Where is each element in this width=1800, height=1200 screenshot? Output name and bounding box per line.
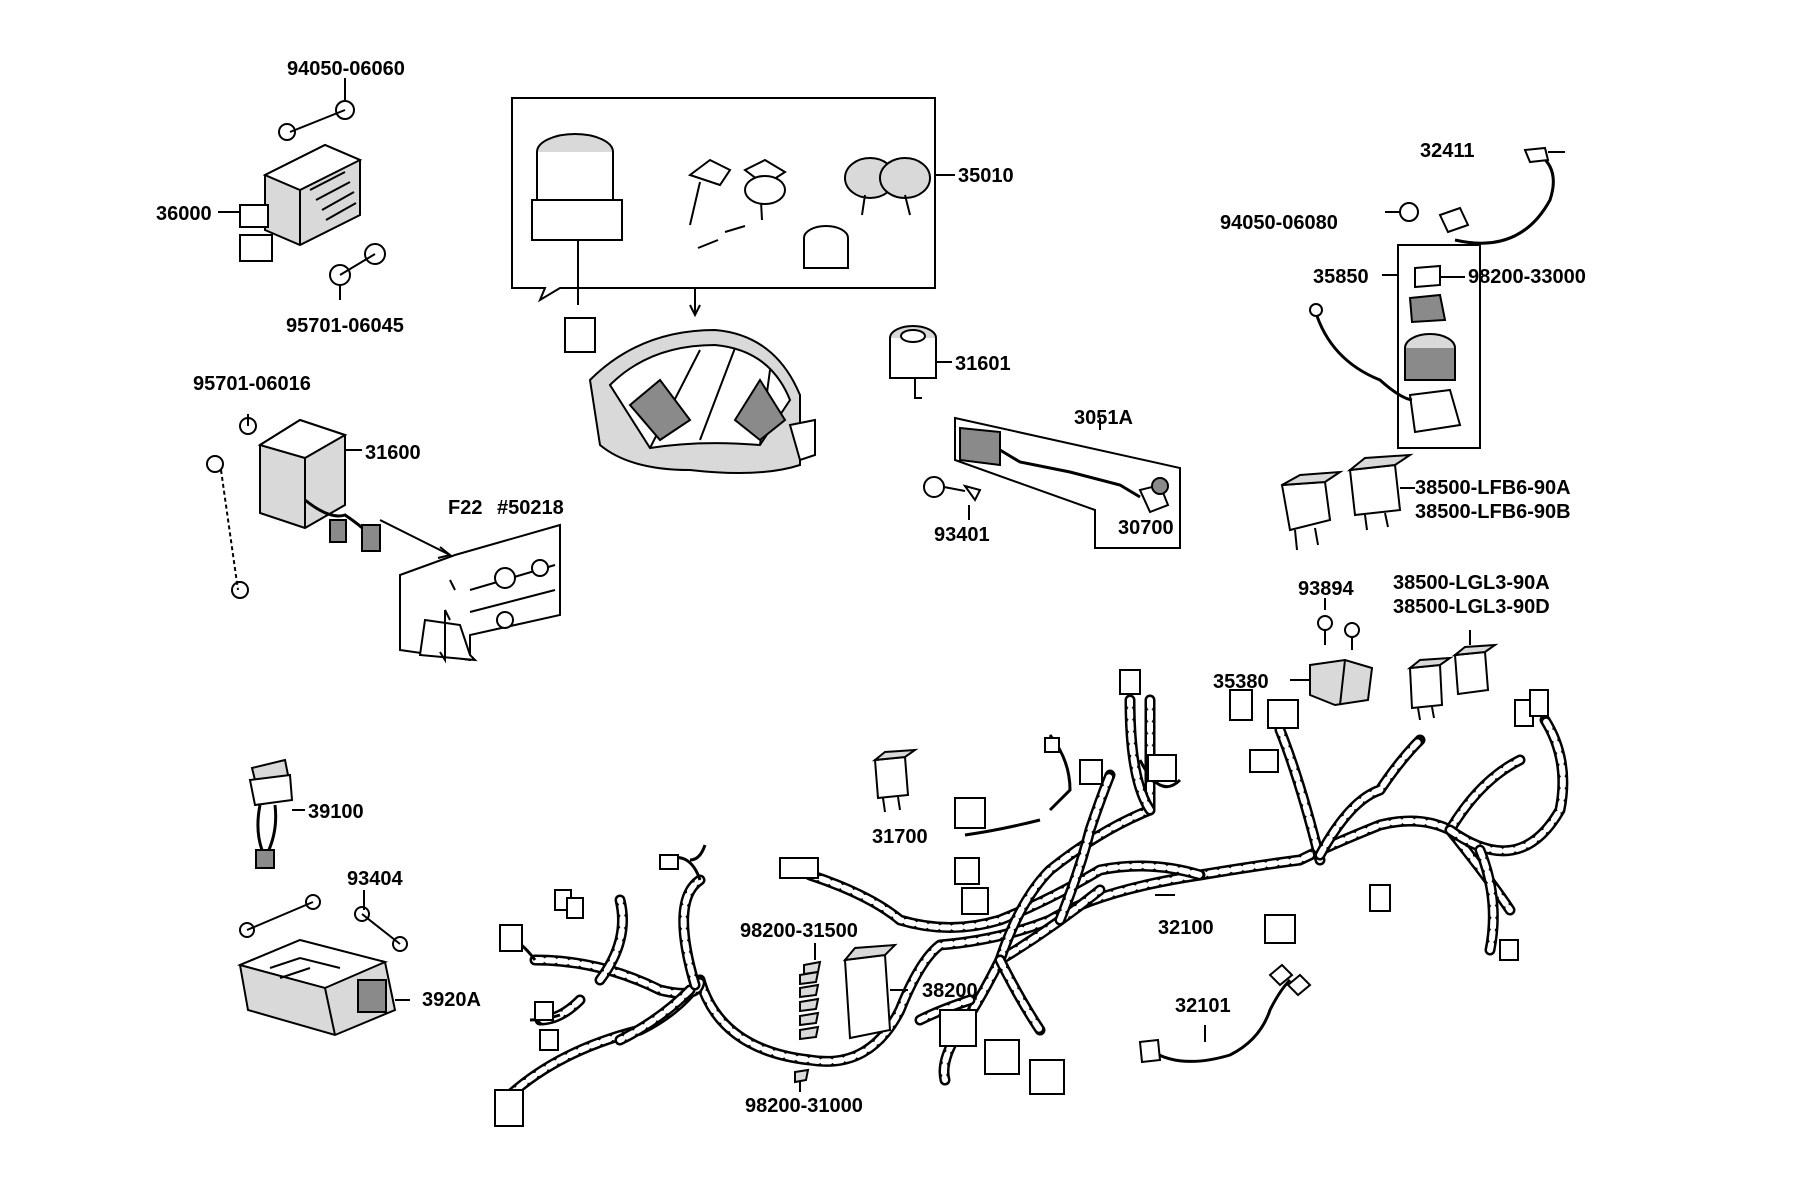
label-31601: 31601 xyxy=(955,353,1011,375)
label-35010: 35010 xyxy=(958,165,1014,187)
label-98200-31500: 98200-31500 xyxy=(740,920,858,942)
label-98200-33000: 98200-33000 xyxy=(1468,266,1586,288)
switch-35380 xyxy=(1290,598,1374,707)
regulator-31600 xyxy=(206,414,453,599)
label-50218: #50218 xyxy=(497,497,564,519)
label-38500-LFB6-90B: 38500-LFB6-90B xyxy=(1415,501,1571,523)
bracket-F22 xyxy=(399,523,561,664)
battery-cable-32411 xyxy=(1385,146,1565,245)
label-93401: 93401 xyxy=(934,524,990,546)
label-35850: 35850 xyxy=(1313,266,1369,288)
label-95701-06016: 95701-06016 xyxy=(193,373,311,395)
label-38500-LFB6-90A: 38500-LFB6-90A xyxy=(1415,477,1571,499)
label-94050-06080: 94050-06080 xyxy=(1220,212,1338,234)
label-39100: 39100 xyxy=(308,801,364,823)
label-30700: 30700 xyxy=(1118,517,1174,539)
relay-38500-LFB6 xyxy=(1280,453,1415,551)
label-94050-06060: 94050-06060 xyxy=(287,58,405,80)
sensor-39100 xyxy=(248,758,305,869)
label-F22: F22 xyxy=(448,497,482,519)
ecu-3920A xyxy=(236,890,410,1037)
label-32101: 32101 xyxy=(1175,995,1231,1017)
sensor-3051A-box xyxy=(923,416,1181,549)
fuse-98200-31000 xyxy=(794,1068,810,1092)
fuses-98200-31500 xyxy=(799,943,822,1041)
label-38200: 38200 xyxy=(922,980,978,1002)
sub-harness-32101 xyxy=(1138,963,1312,1064)
starter-relay-35850 xyxy=(1309,244,1481,449)
label-35380: 35380 xyxy=(1213,671,1269,693)
label-36000: 36000 xyxy=(156,203,212,225)
harness-connectors xyxy=(494,669,1549,1127)
front-cover xyxy=(588,328,816,475)
label-31700: 31700 xyxy=(872,826,928,848)
label-3051A: 3051A xyxy=(1074,407,1133,429)
socket-31601 xyxy=(889,325,952,399)
label-98200-31000: 98200-31000 xyxy=(745,1095,863,1117)
label-32411: 32411 xyxy=(1420,140,1475,162)
wiring-harness-32100 xyxy=(504,694,1569,1101)
ignition-key-set-35010 xyxy=(511,97,955,353)
relay-31700 xyxy=(871,748,919,813)
label-32100: 32100 xyxy=(1158,917,1214,939)
relay-38500-LGL3 xyxy=(1406,630,1499,721)
label-95701-06045: 95701-06045 xyxy=(286,315,404,337)
fuse-box-38200 xyxy=(842,943,908,1040)
module-36000 xyxy=(218,78,386,300)
label-38500-LGL3-90A: 38500-LGL3-90A xyxy=(1393,572,1550,594)
label-38500-LGL3-90D: 38500-LGL3-90D xyxy=(1393,596,1550,618)
label-93894: 93894 xyxy=(1298,578,1354,600)
label-93404: 93404 xyxy=(347,868,403,890)
label-3920A: 3920A xyxy=(422,989,481,1011)
label-31600: 31600 xyxy=(365,442,421,464)
